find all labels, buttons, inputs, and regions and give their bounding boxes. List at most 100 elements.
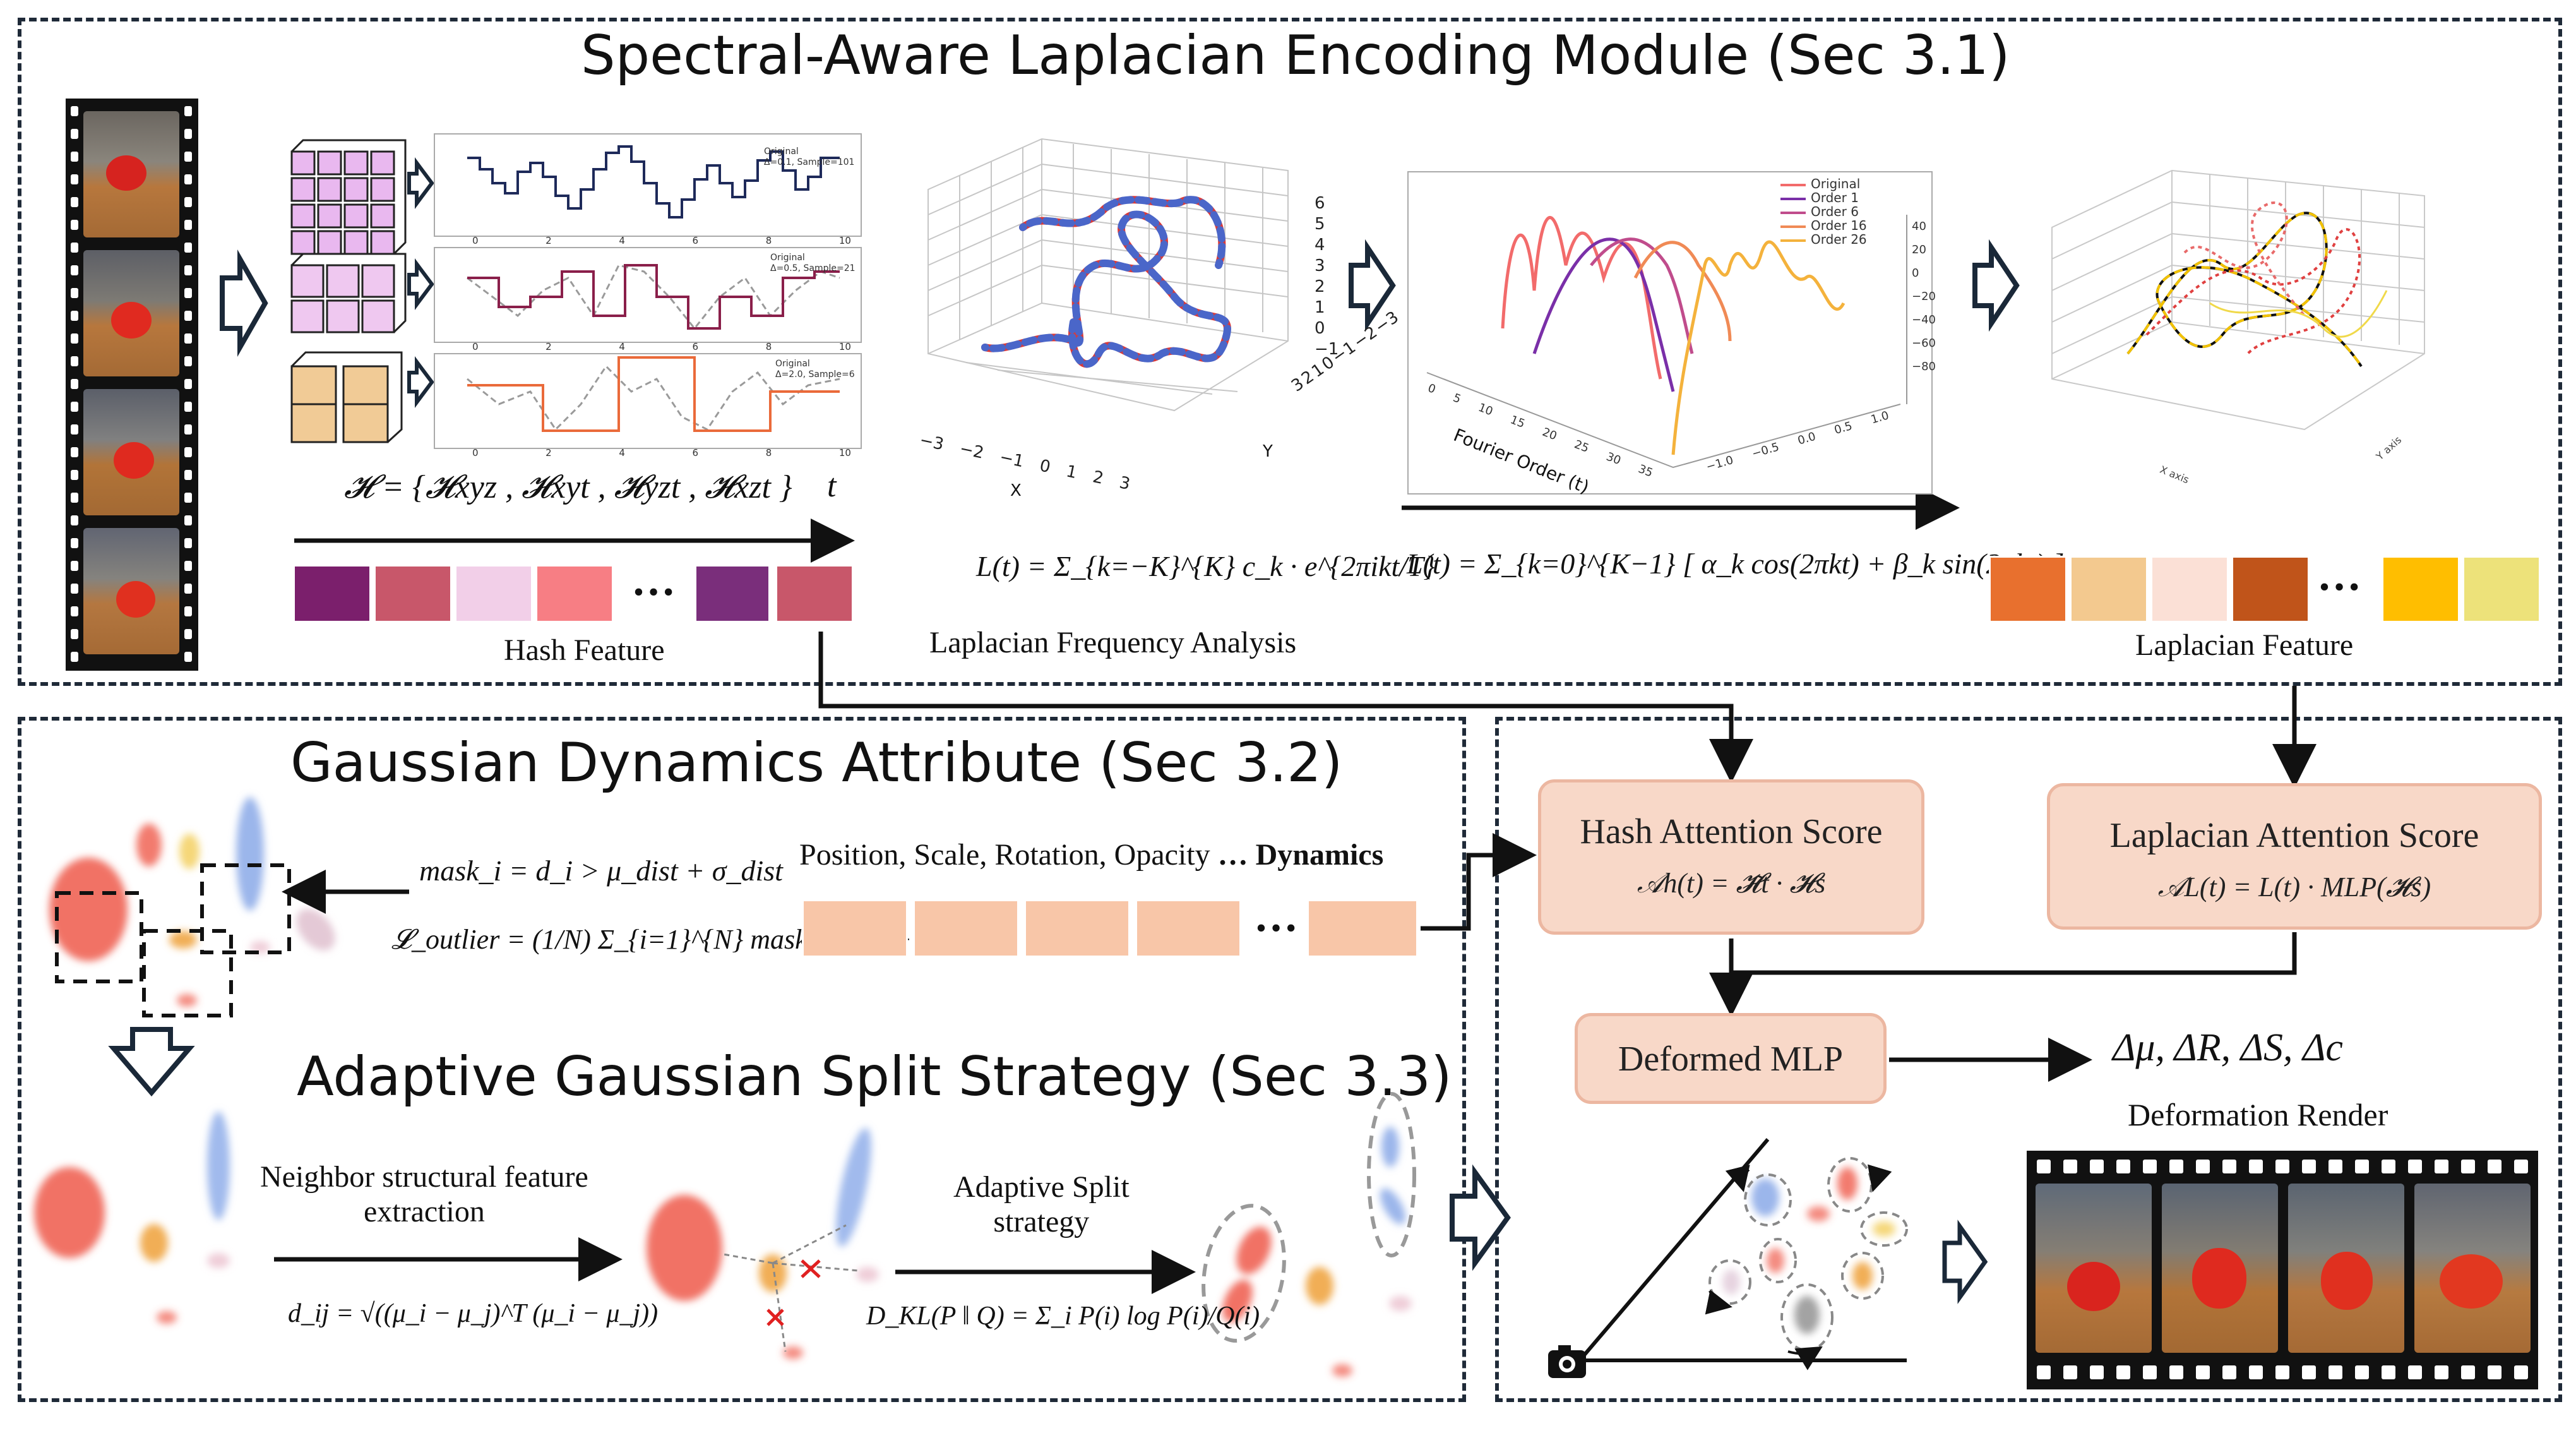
motion-arrows bbox=[1705, 1164, 1892, 1370]
attribute-block bbox=[802, 899, 908, 957]
deformed-mlp-title: Deformed MLP bbox=[1618, 1040, 1844, 1079]
apple-image bbox=[2321, 1252, 2373, 1310]
tick-label: 8 bbox=[765, 447, 772, 459]
tick-label: 1 bbox=[1315, 298, 1325, 317]
tick-label: 0 bbox=[472, 235, 479, 246]
hash-plot-1-legend: Original Δ=0.1, Sample=101 bbox=[764, 147, 854, 168]
hash-feature-swatch bbox=[775, 565, 854, 623]
render-frame-3 bbox=[2288, 1184, 2404, 1353]
dashed-split-outlines bbox=[1202, 1092, 1416, 1343]
input-video-film-strip bbox=[66, 99, 198, 671]
laplacian-module-frame bbox=[18, 18, 2562, 686]
legend-label: Order 6 bbox=[1811, 204, 1859, 219]
deformation-outputs: Δμ, ΔR, ΔS, Δc bbox=[2113, 1026, 2343, 1069]
tick-label: 5 bbox=[1315, 215, 1325, 234]
hash-plot-1 bbox=[434, 133, 862, 237]
ellipsis: … bbox=[2317, 551, 2361, 600]
render-frame-2 bbox=[2162, 1184, 2278, 1353]
attribute-block bbox=[1024, 899, 1130, 957]
tick-label: 6 bbox=[692, 341, 699, 352]
hollow-arrow-down-icon bbox=[108, 1027, 195, 1097]
apple-image bbox=[2067, 1262, 2120, 1311]
legend-entry: Order 26 bbox=[1780, 232, 1867, 246]
laplacian-attention-score-box: Laplacian Attention Score 𝒜L(t) = L(t) ·… bbox=[2047, 783, 2542, 930]
dynamics-split-frame bbox=[18, 717, 1466, 1402]
camera-icon bbox=[1548, 1345, 1586, 1378]
legend-label: Δ=0.1, Sample=101 bbox=[764, 157, 855, 167]
hash-plot-3 bbox=[434, 353, 862, 449]
laplacian-attention-title: Laplacian Attention Score bbox=[2109, 816, 2479, 855]
tick-label: 40 bbox=[1912, 220, 1926, 233]
tick-label: 3 bbox=[1315, 256, 1325, 275]
neighbor-label-line: extraction bbox=[363, 1195, 485, 1228]
tick-label: 4 bbox=[619, 341, 625, 352]
adaptive-label-line: strategy bbox=[993, 1205, 1090, 1238]
apple-image bbox=[2192, 1248, 2246, 1309]
attributes-dynamics: Dynamics bbox=[1255, 838, 1384, 872]
laplacian-feature-swatch bbox=[2462, 556, 2541, 623]
fourier-legend: Original Order 1 Order 6 Order 16 Order … bbox=[1780, 177, 1867, 246]
legend-label: Original bbox=[764, 147, 799, 157]
tick-label: 6 bbox=[692, 235, 699, 246]
laplacian-x-axis-label: X bbox=[1010, 481, 1022, 500]
camera-frustum bbox=[1578, 1138, 1907, 1362]
fourier-formula: L(t) = Σ_{k=0}^{K−1} [ α_k cos(2πkt) + β… bbox=[1407, 548, 2065, 580]
laplacian-feature-3d-plot bbox=[2051, 169, 2425, 431]
tick-label: 10 bbox=[838, 447, 851, 459]
laplacian-3d-plot bbox=[927, 138, 1289, 412]
tick-label: 4 bbox=[1315, 236, 1325, 255]
tick-label: −80 bbox=[1912, 360, 1936, 373]
render-frame-4 bbox=[2414, 1184, 2531, 1353]
split-title: Adaptive Gaussian Split Strategy (Sec 3.… bbox=[297, 1045, 1452, 1108]
legend-entry: Original bbox=[1780, 177, 1867, 191]
gaussian-attributes-label: Position, Scale, Rotation, Opacity … Dyn… bbox=[799, 837, 1383, 872]
render-frame-1 bbox=[2036, 1184, 2152, 1353]
gaussian-ellipses-dynamics bbox=[49, 797, 335, 1007]
tick-label: 8 bbox=[765, 341, 772, 352]
hollow-arrow-icon bbox=[220, 249, 268, 357]
legend-entry: Order 6 bbox=[1780, 205, 1867, 219]
attributes-ellipsis: … bbox=[1210, 838, 1256, 872]
hollow-arrow-icon bbox=[1972, 239, 2020, 332]
hollow-arrow-icon bbox=[407, 258, 434, 310]
apple-image bbox=[116, 581, 155, 618]
tick-label: −60 bbox=[1912, 337, 1936, 350]
hash-feature-swatch bbox=[695, 565, 770, 623]
laplacian-analysis-caption: Laplacian Frequency Analysis bbox=[929, 626, 1297, 659]
hash-attention-score-box: Hash Attention Score 𝒜h(t) = 𝓗̃t · 𝓗s bbox=[1538, 779, 1924, 935]
tick-label: 0 bbox=[1912, 267, 1919, 280]
laplacian-attention-formula: 𝒜L(t) = L(t) · MLP(𝓗s) bbox=[2157, 872, 2431, 902]
render-film-holes bbox=[2037, 1160, 2528, 1379]
hash-feature-swatch bbox=[374, 565, 452, 623]
video-frame-4 bbox=[83, 528, 179, 654]
apple-image bbox=[114, 442, 154, 479]
tick-label: 4 bbox=[619, 235, 625, 246]
hollow-arrow-icon bbox=[1942, 1220, 1988, 1304]
laplacian-y-axis-label: Y bbox=[1263, 442, 1273, 461]
hash-grid-cube-icon bbox=[290, 351, 403, 443]
neighbor-links bbox=[723, 1224, 859, 1352]
hash-grid-cube-icon bbox=[290, 253, 407, 333]
video-frame-3 bbox=[83, 389, 179, 515]
time-label: t bbox=[827, 468, 837, 504]
attribute-block bbox=[1307, 899, 1418, 957]
hash-feature-swatch bbox=[293, 565, 371, 623]
video-frame-1 bbox=[83, 111, 179, 237]
neighbor-label-line: Neighbor structural feature bbox=[260, 1160, 588, 1194]
distance-formula: d_ij = √((μ_i − μ_j)^T (μ_i − μ_j)) bbox=[288, 1299, 659, 1328]
attribute-block bbox=[913, 899, 1019, 957]
legend-label: Order 26 bbox=[1811, 232, 1867, 247]
dynamics-title: Gaussian Dynamics Attribute (Sec 3.2) bbox=[290, 731, 1343, 794]
hash-feature-swatch bbox=[455, 565, 533, 623]
tick-label: 6 bbox=[1315, 194, 1325, 213]
tick-label: 4 bbox=[619, 447, 625, 459]
tick-label: 2 bbox=[546, 447, 552, 459]
hash-feature-caption: Hash Feature bbox=[504, 633, 665, 667]
attribute-block bbox=[1135, 899, 1241, 957]
